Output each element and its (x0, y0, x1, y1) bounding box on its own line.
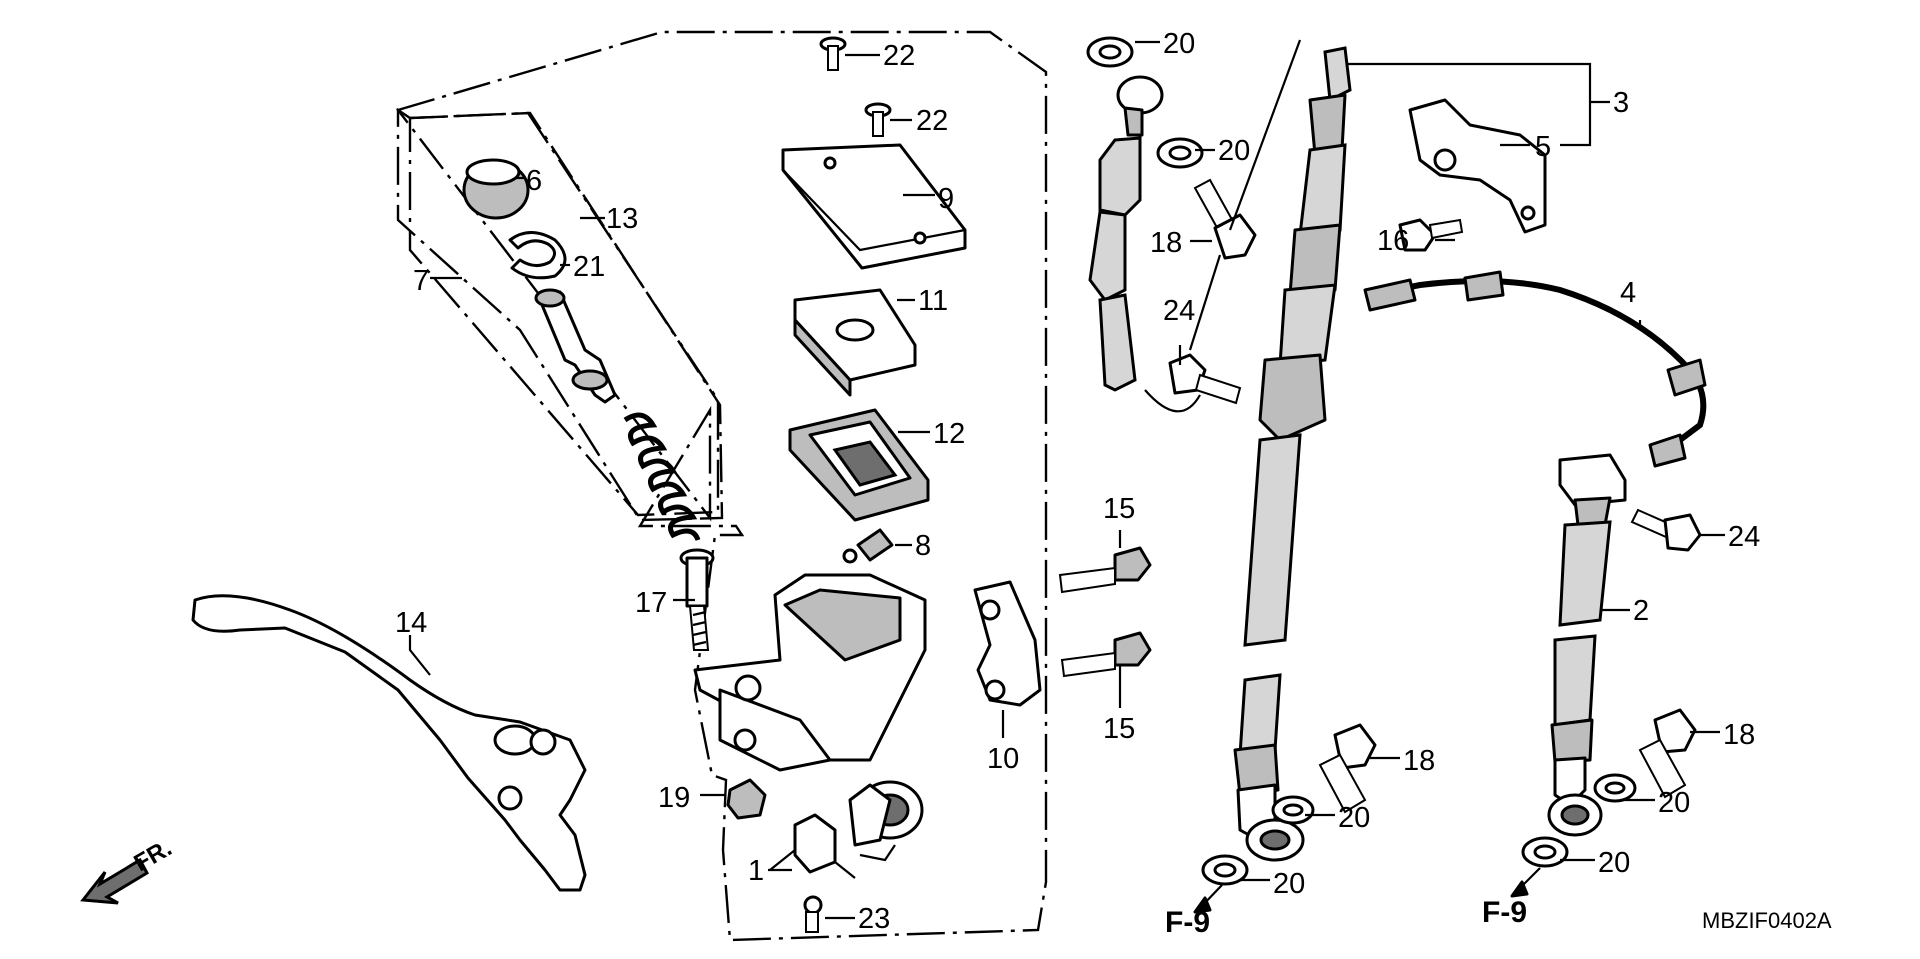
reference-arrow-left: F-9 (1165, 884, 1223, 939)
callout-21: 21 (573, 251, 605, 283)
callout-20-top: 20 (1163, 28, 1195, 60)
front-direction-arrow: FR. (80, 834, 176, 905)
washer-20-mid (1156, 137, 1204, 169)
master-cylinder-assembly-outline (395, 30, 1048, 942)
callout-2: 2 (1633, 595, 1649, 627)
callout-15-upper: 15 (1103, 493, 1135, 525)
callout-14: 14 (395, 607, 427, 639)
screw-23 (803, 895, 823, 933)
diaphragm-plate-11 (793, 288, 917, 397)
callout-4: 4 (1620, 277, 1636, 309)
bolt-18-right (1638, 708, 1697, 799)
brake-pipe-4 (1363, 270, 1707, 468)
callout-22-lower: 22 (916, 105, 948, 137)
pivot-bolt-17 (679, 548, 715, 651)
callout-7: 7 (413, 265, 429, 297)
washer-20-top (1086, 36, 1134, 68)
main-brake-hose (1233, 46, 1352, 862)
callout-23: 23 (858, 903, 890, 935)
callout-13: 13 (606, 203, 638, 235)
washer-20-center-upper (1271, 795, 1315, 825)
callout-22-upper: 22 (883, 40, 915, 72)
callout-24-right: 24 (1728, 521, 1760, 553)
screw-22-upper (819, 36, 847, 71)
bracket-5 (1408, 98, 1547, 234)
bolt-15-upper (1058, 546, 1152, 594)
screw-22-lower (864, 102, 892, 137)
diagram-code: MBZIF0402A (1702, 908, 1832, 933)
callout-9: 9 (938, 183, 954, 215)
callout-10: 10 (987, 743, 1019, 775)
callout-1: 1 (748, 855, 764, 887)
callout-20-center-lower: 20 (1273, 868, 1305, 900)
callout-5: 5 (1535, 131, 1551, 163)
callout-15-lower: 15 (1103, 713, 1135, 745)
leader-lines (408, 39, 1725, 920)
callout-20-right-upper: 20 (1658, 787, 1690, 819)
brake-lever-14 (191, 594, 587, 892)
piston (534, 288, 617, 404)
bolt-18-top (1193, 178, 1257, 260)
callout-labels: 22 22 6 13 9 7 21 11 12 8 17 14 10 19 1 … (395, 28, 1760, 935)
reference-label-right: F-9 (1482, 896, 1527, 929)
callout-18-right: 18 (1723, 719, 1755, 751)
callout-8: 8 (915, 530, 931, 562)
diaphragm-12 (788, 408, 930, 522)
washer-20-right-upper (1593, 773, 1637, 803)
reference-label-left: F-9 (1165, 906, 1210, 939)
circlip-21 (508, 231, 567, 280)
piston-kit-inner-outline (408, 111, 720, 517)
callout-18-center: 18 (1403, 745, 1435, 777)
washer-20-right-lower (1521, 836, 1569, 868)
callout-18-top: 18 (1150, 227, 1182, 259)
callout-6: 6 (526, 165, 542, 197)
nut-19 (726, 778, 767, 820)
callout-20-mid: 20 (1218, 135, 1250, 167)
bolt-24-right (1630, 508, 1702, 552)
dust-boot-6 (462, 158, 530, 220)
stop-switch-1 (769, 813, 856, 879)
callout-11: 11 (918, 285, 948, 317)
bolt-24-top (1168, 353, 1242, 405)
upper-hose (1088, 75, 1164, 392)
callout-16: 16 (1377, 225, 1409, 257)
callout-17: 17 (635, 587, 667, 619)
callout-19: 19 (658, 782, 690, 814)
callout-20-right-lower: 20 (1598, 847, 1630, 879)
callout-3: 3 (1613, 87, 1629, 119)
callout-20-center-upper: 20 (1338, 802, 1370, 834)
reservoir-cap-9 (781, 143, 967, 270)
piston-kit-outline (396, 107, 724, 522)
bolt-15-lower (1060, 631, 1152, 678)
reference-arrow-right: F-9 (1482, 867, 1541, 929)
master-cylinder-body (693, 573, 927, 862)
spring (623, 412, 701, 541)
bolt-16 (1398, 218, 1464, 252)
callout-24-top: 24 (1163, 295, 1195, 327)
washer-20-center-lower (1201, 854, 1249, 886)
bolt-18-center (1318, 723, 1377, 814)
bolt-8 (842, 528, 894, 564)
brake-hose-2 (1547, 453, 1627, 837)
callout-12: 12 (933, 418, 965, 450)
holder-10 (973, 580, 1042, 707)
